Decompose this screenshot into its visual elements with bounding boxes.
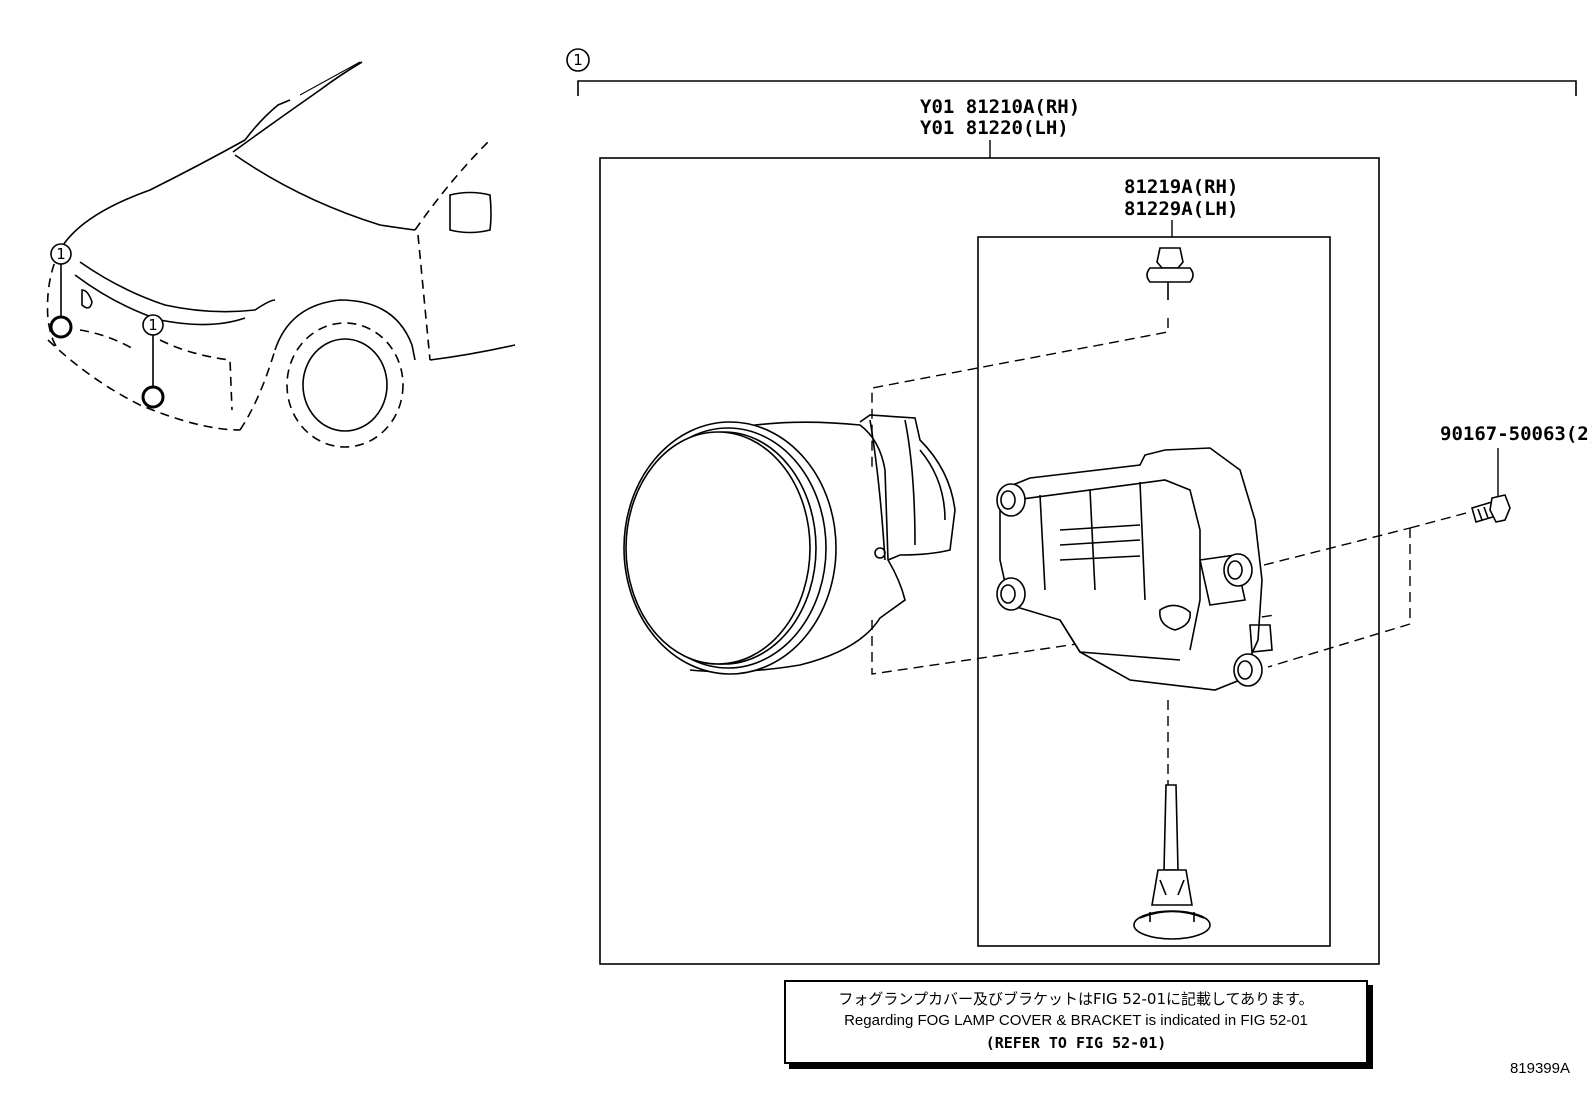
- fog-lamp-assembly-frame: [599, 157, 1380, 965]
- note-english-text: Regarding FOG LAMP COVER & BRACKET is in…: [844, 1012, 1308, 1029]
- note-japanese-text: フォグランプカバー及びブラケットはFIG 52-01に記載してあります。: [838, 990, 1314, 1008]
- car-callout-left-number: 1: [56, 245, 66, 263]
- fog-lamp-bulb: [1133, 784, 1211, 940]
- note-refer-text: (REFER TO FIG 52-01): [985, 1034, 1167, 1052]
- car-callout-right-number: 1: [148, 316, 158, 334]
- car-front-illustration: [46, 61, 516, 448]
- screw-part-number: 90167-50063(2): [1440, 423, 1592, 445]
- socket-bracket: [999, 447, 1273, 691]
- fog-lamp-part-number-lh: Y01 81220(LH): [920, 117, 1069, 139]
- assembly-callout-circle: [566, 48, 590, 72]
- socket-part-number-rh: 81219A(RH): [1124, 176, 1238, 198]
- socket-connector: [1146, 247, 1194, 300]
- car-fog-lamp-callouts: [49, 243, 165, 409]
- assembly-bracket: [566, 48, 1577, 96]
- fog-lamp-part-number-rh: Y01 81210A(RH): [920, 96, 1080, 118]
- socket-part-number-lh: 81229A(LH): [1124, 198, 1238, 220]
- figure-code: 819399A: [1509, 1060, 1570, 1077]
- assembly-callout-number: 1: [573, 51, 583, 69]
- socket-bulb-frame: [977, 236, 1331, 947]
- fog-lamp-body: [623, 414, 956, 675]
- fog-lamp-location-right: [141, 385, 165, 409]
- fog-lamp-location-left: [49, 315, 73, 339]
- reference-note-box: フォグランプカバー及びブラケットはFIG 52-01に記載してあります。 Reg…: [784, 980, 1368, 1064]
- screw-icon: [1471, 494, 1511, 523]
- bracket-mount-tabs: [996, 483, 1263, 687]
